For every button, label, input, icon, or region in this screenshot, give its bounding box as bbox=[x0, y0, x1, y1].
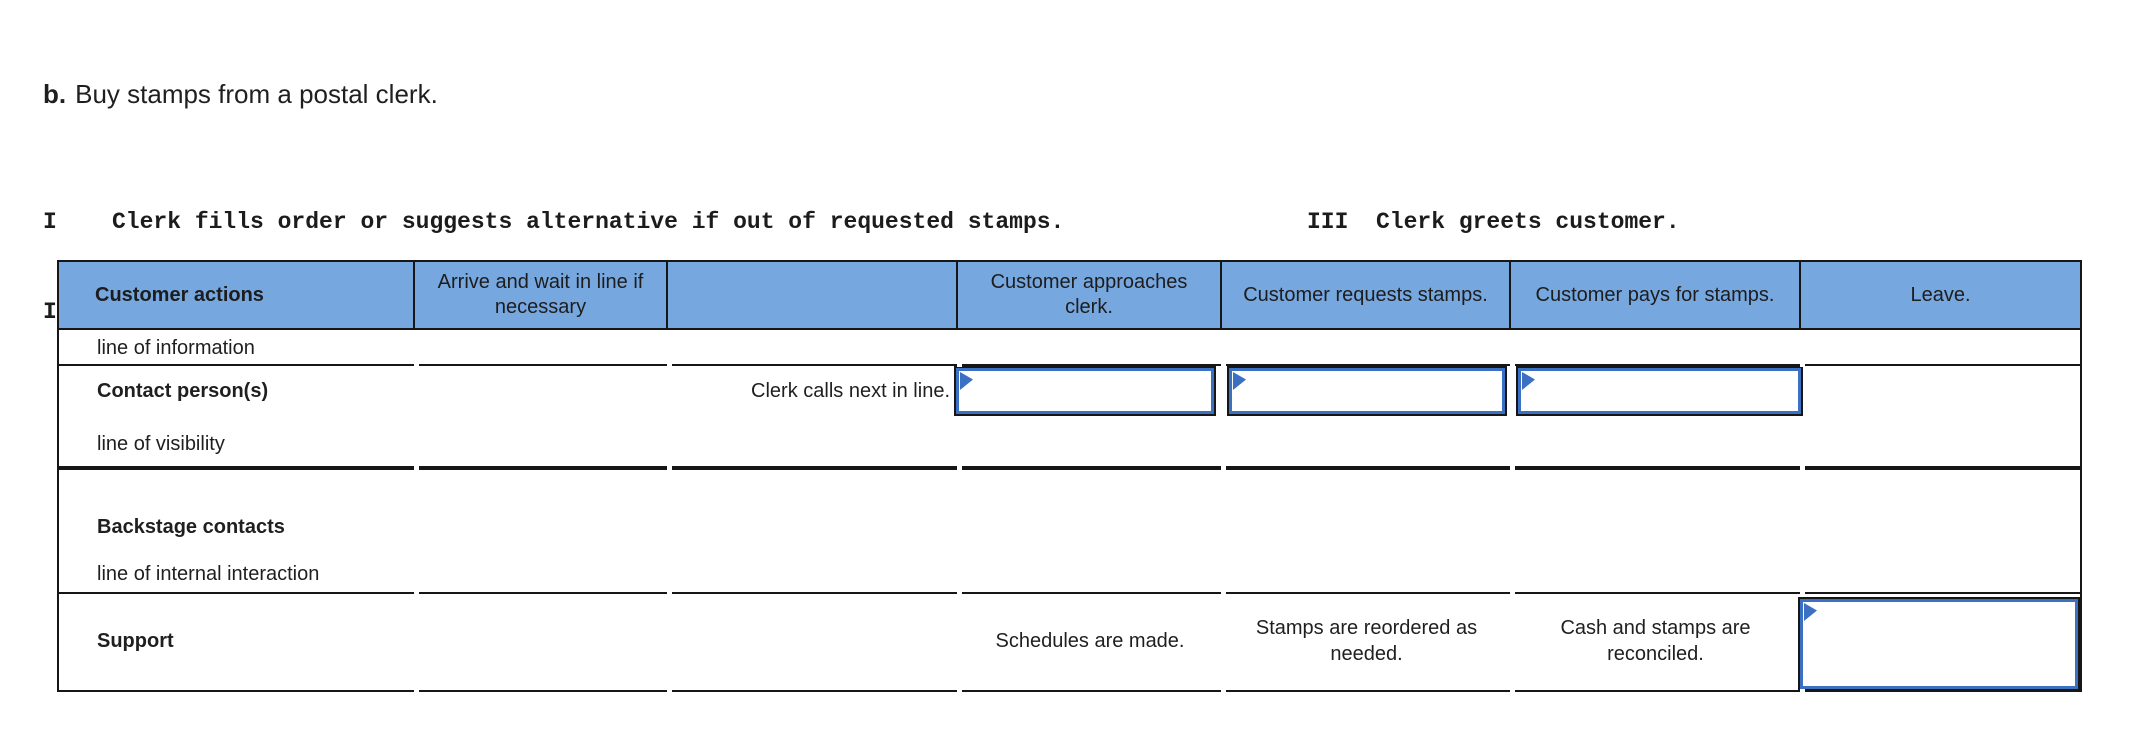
grid-notch bbox=[414, 465, 419, 471]
grid-notch bbox=[414, 689, 419, 693]
row-label-support: Support bbox=[97, 629, 174, 652]
grid-notch bbox=[957, 689, 962, 693]
item-letter: b. bbox=[43, 79, 67, 109]
drop-flag-icon bbox=[1804, 603, 1817, 621]
grid-notch bbox=[957, 465, 962, 471]
legend-text: Clerk greets customer. bbox=[1376, 209, 1680, 235]
grid-notch bbox=[667, 465, 672, 471]
cell-stamps-reordered: Stamps are reordered as needed. bbox=[1255, 617, 1478, 665]
service-blueprint-table: Customer actions Arrive and wait in line… bbox=[57, 260, 2082, 693]
grid-notch bbox=[1510, 363, 1515, 367]
item-title-text: Buy stamps from a postal clerk. bbox=[75, 79, 438, 109]
grid-notch bbox=[1510, 591, 1515, 595]
grid-notch bbox=[667, 689, 672, 693]
grid-notch bbox=[414, 363, 419, 367]
legend-text: Clerk fills order or suggests alternativ… bbox=[112, 209, 1065, 235]
legend-numeral: I bbox=[43, 209, 57, 235]
header-cell-step-1: Arrive and wait in line if necessary bbox=[415, 262, 668, 330]
legend-item: III Clerk greets customer. bbox=[1307, 207, 1680, 237]
drop-flag-icon bbox=[1233, 372, 1246, 390]
grid-notch bbox=[1800, 465, 1805, 471]
grid-notch bbox=[1800, 363, 1805, 367]
answer-dropzone-customer-pays[interactable] bbox=[1518, 368, 1801, 414]
header-cell-step-5: Customer pays for stamps. bbox=[1511, 262, 1801, 330]
drop-flag-icon bbox=[960, 372, 973, 390]
answer-dropzone-customer-requests[interactable] bbox=[1229, 368, 1505, 414]
header-cell-step-2-empty bbox=[668, 262, 958, 330]
line-of-information-divider bbox=[59, 364, 2080, 366]
grid-notch bbox=[1221, 591, 1226, 595]
line-of-internal-interaction-divider bbox=[59, 592, 2080, 594]
legend-item: I Clerk fills order or suggests alternati… bbox=[43, 207, 1064, 237]
table-bottom-border bbox=[59, 690, 2080, 692]
line-of-visibility-divider bbox=[59, 466, 2080, 470]
grid-notch bbox=[957, 591, 962, 595]
grid-notch bbox=[1800, 689, 1805, 693]
row-label-line-of-visibility: line of visibility bbox=[97, 432, 225, 455]
row-label-line-of-information: line of information bbox=[97, 336, 255, 359]
cell-cash-stamps-reconciled: Cash and stamps are reconciled. bbox=[1560, 617, 1751, 665]
header-cell-step-3: Customer approaches clerk. bbox=[958, 262, 1222, 330]
answer-dropzone-support-leave[interactable] bbox=[1800, 599, 2078, 689]
row-label-backstage-contacts: Backstage contacts bbox=[97, 515, 285, 538]
row-label-line-of-internal-interaction: line of internal interaction bbox=[97, 562, 320, 585]
page-title: b. Buy stamps from a postal clerk. bbox=[43, 78, 438, 110]
header-cell-step-6: Leave. bbox=[1801, 262, 2080, 330]
grid-notch bbox=[667, 591, 672, 595]
cell-schedules-are-made: Schedules are made. bbox=[995, 630, 1185, 652]
grid-notch bbox=[1221, 689, 1226, 693]
grid-notch bbox=[957, 363, 962, 367]
answer-dropzone-customer-approaches[interactable] bbox=[956, 368, 1214, 414]
grid-notch bbox=[1800, 591, 1805, 595]
grid-notch bbox=[1510, 465, 1515, 471]
legend-numeral: III bbox=[1307, 209, 1349, 235]
cell-clerk-calls-next-in-line: Clerk calls next in line. bbox=[751, 380, 950, 402]
header-cell-step-4: Customer requests stamps. bbox=[1222, 262, 1511, 330]
grid-notch bbox=[1221, 465, 1226, 471]
grid-notch bbox=[667, 363, 672, 367]
drop-flag-icon bbox=[1522, 372, 1535, 390]
grid-notch bbox=[414, 591, 419, 595]
header-cell-customer-actions: Customer actions bbox=[59, 262, 415, 330]
grid-notch bbox=[1221, 363, 1226, 367]
row-label-contact-persons: Contact person(s) bbox=[97, 379, 269, 402]
table-header-row: Customer actions Arrive and wait in line… bbox=[59, 262, 2080, 330]
grid-notch bbox=[1510, 689, 1515, 693]
